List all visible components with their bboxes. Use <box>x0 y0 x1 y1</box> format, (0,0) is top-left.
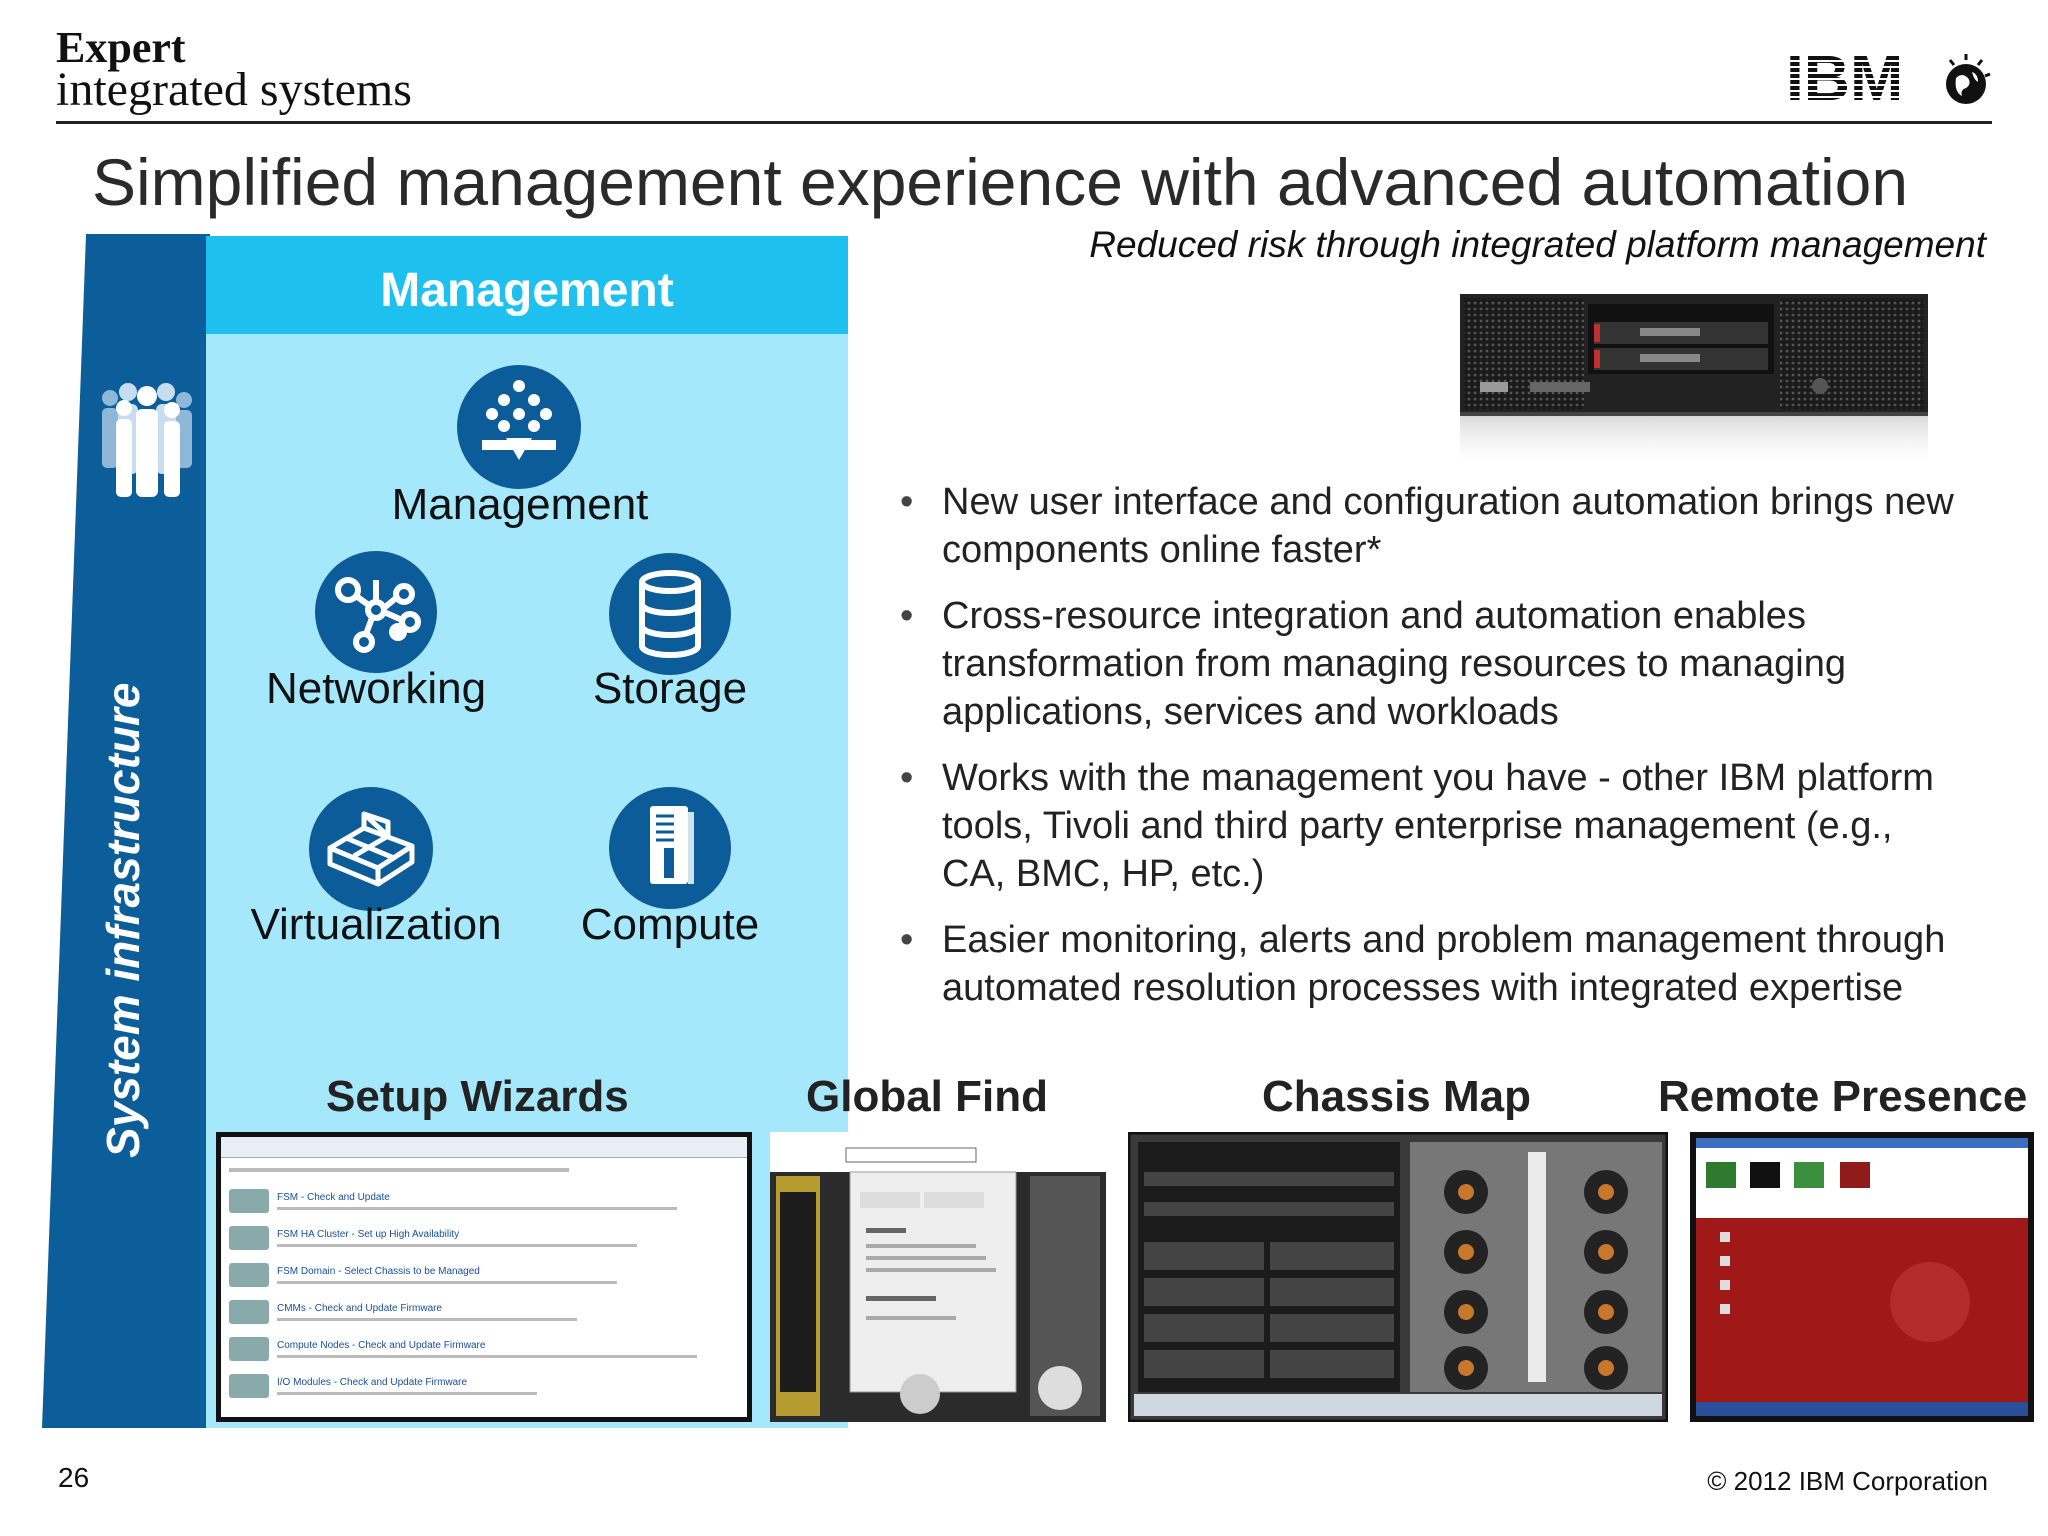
wizard-title: FSM - Check and Update <box>277 1191 390 1203</box>
wizard-icon <box>229 1262 269 1287</box>
wizard-icon <box>229 1336 269 1361</box>
setup-wizards-screenshot: FSM - Check and Update FSM HA Cluster - … <box>216 1132 752 1422</box>
wizard-icon <box>229 1225 269 1250</box>
bullet-list: New user interface and configuration aut… <box>900 478 1960 1030</box>
server-image <box>1460 294 1928 470</box>
storage-icon <box>609 553 731 675</box>
networking-icon <box>315 551 437 673</box>
setup-wizards-label: Setup Wizards <box>326 1072 629 1121</box>
wizard-icon <box>229 1299 269 1324</box>
bullet-item: New user interface and configuration aut… <box>900 478 1960 574</box>
people-icon <box>102 383 192 497</box>
brand-logo: Expert integrated systems <box>56 26 412 114</box>
remote-presence-label: Remote Presence <box>1658 1072 2028 1121</box>
wizard-row: FSM - Check and Update <box>229 1182 739 1219</box>
ibm-logo: IBM <box>1786 50 1991 110</box>
management-icon <box>457 365 581 489</box>
globe-icon <box>1946 54 1991 104</box>
wizard-row: I/O Modules - Check and Update Firmware <box>229 1367 739 1404</box>
chassis-map-label: Chassis Map <box>1262 1072 1531 1121</box>
wizard-icon <box>229 1373 269 1398</box>
virtualization-label: Virtualization <box>250 900 502 949</box>
wizard-icon <box>229 1188 269 1213</box>
remote-presence-screenshot <box>1690 1132 2034 1422</box>
page-subtitle: Reduced risk through integrated platform… <box>1089 224 1986 265</box>
brand-line-1: Expert <box>56 23 186 72</box>
system-infrastructure-band <box>42 234 210 1428</box>
wizard-title: Compute Nodes - Check and Update Firmwar… <box>277 1339 486 1351</box>
wizard-row: CMMs - Check and Update Firmware <box>229 1293 739 1330</box>
page-title: Simplified management experience with ad… <box>92 145 1909 219</box>
storage-label: Storage <box>592 664 748 713</box>
wizard-title: I/O Modules - Check and Update Firmware <box>277 1376 468 1388</box>
compute-label: Compute <box>580 900 760 949</box>
wizard-row: FSM Domain - Select Chassis to be Manage… <box>229 1256 739 1293</box>
header-divider <box>56 121 1992 124</box>
virtualization-icon <box>309 787 433 911</box>
wizard-title: FSM HA Cluster - Set up High Availabilit… <box>277 1228 460 1240</box>
bullet-item: Easier monitoring, alerts and problem ma… <box>900 916 1960 1012</box>
global-find-label: Global Find <box>806 1072 1048 1121</box>
copyright: © 2012 IBM Corporation <box>1707 1466 1988 1496</box>
compute-icon <box>609 787 731 909</box>
brand-line-2: integrated systems <box>56 63 412 116</box>
chassis-map-screenshot <box>1128 1132 1668 1422</box>
global-find-screenshot <box>770 1132 1106 1422</box>
system-infrastructure-label: System infrastructure <box>97 682 149 1159</box>
wizard-title: CMMs - Check and Update Firmware <box>277 1302 443 1314</box>
networking-label: Networking <box>265 664 487 713</box>
management-panel-header: Management <box>206 236 848 334</box>
bullet-item: Cross-resource integration and automatio… <box>900 592 1960 736</box>
wizard-title: FSM Domain - Select Chassis to be Manage… <box>277 1265 480 1277</box>
management-label: Management <box>391 480 649 529</box>
bullet-item: Works with the management you have - oth… <box>900 754 1960 898</box>
wizard-row: FSM HA Cluster - Set up High Availabilit… <box>229 1219 739 1256</box>
wizard-row: Compute Nodes - Check and Update Firmwar… <box>229 1330 739 1367</box>
page-number: 26 <box>58 1462 90 1493</box>
ibm-logo-text: IBM <box>1786 50 1903 110</box>
